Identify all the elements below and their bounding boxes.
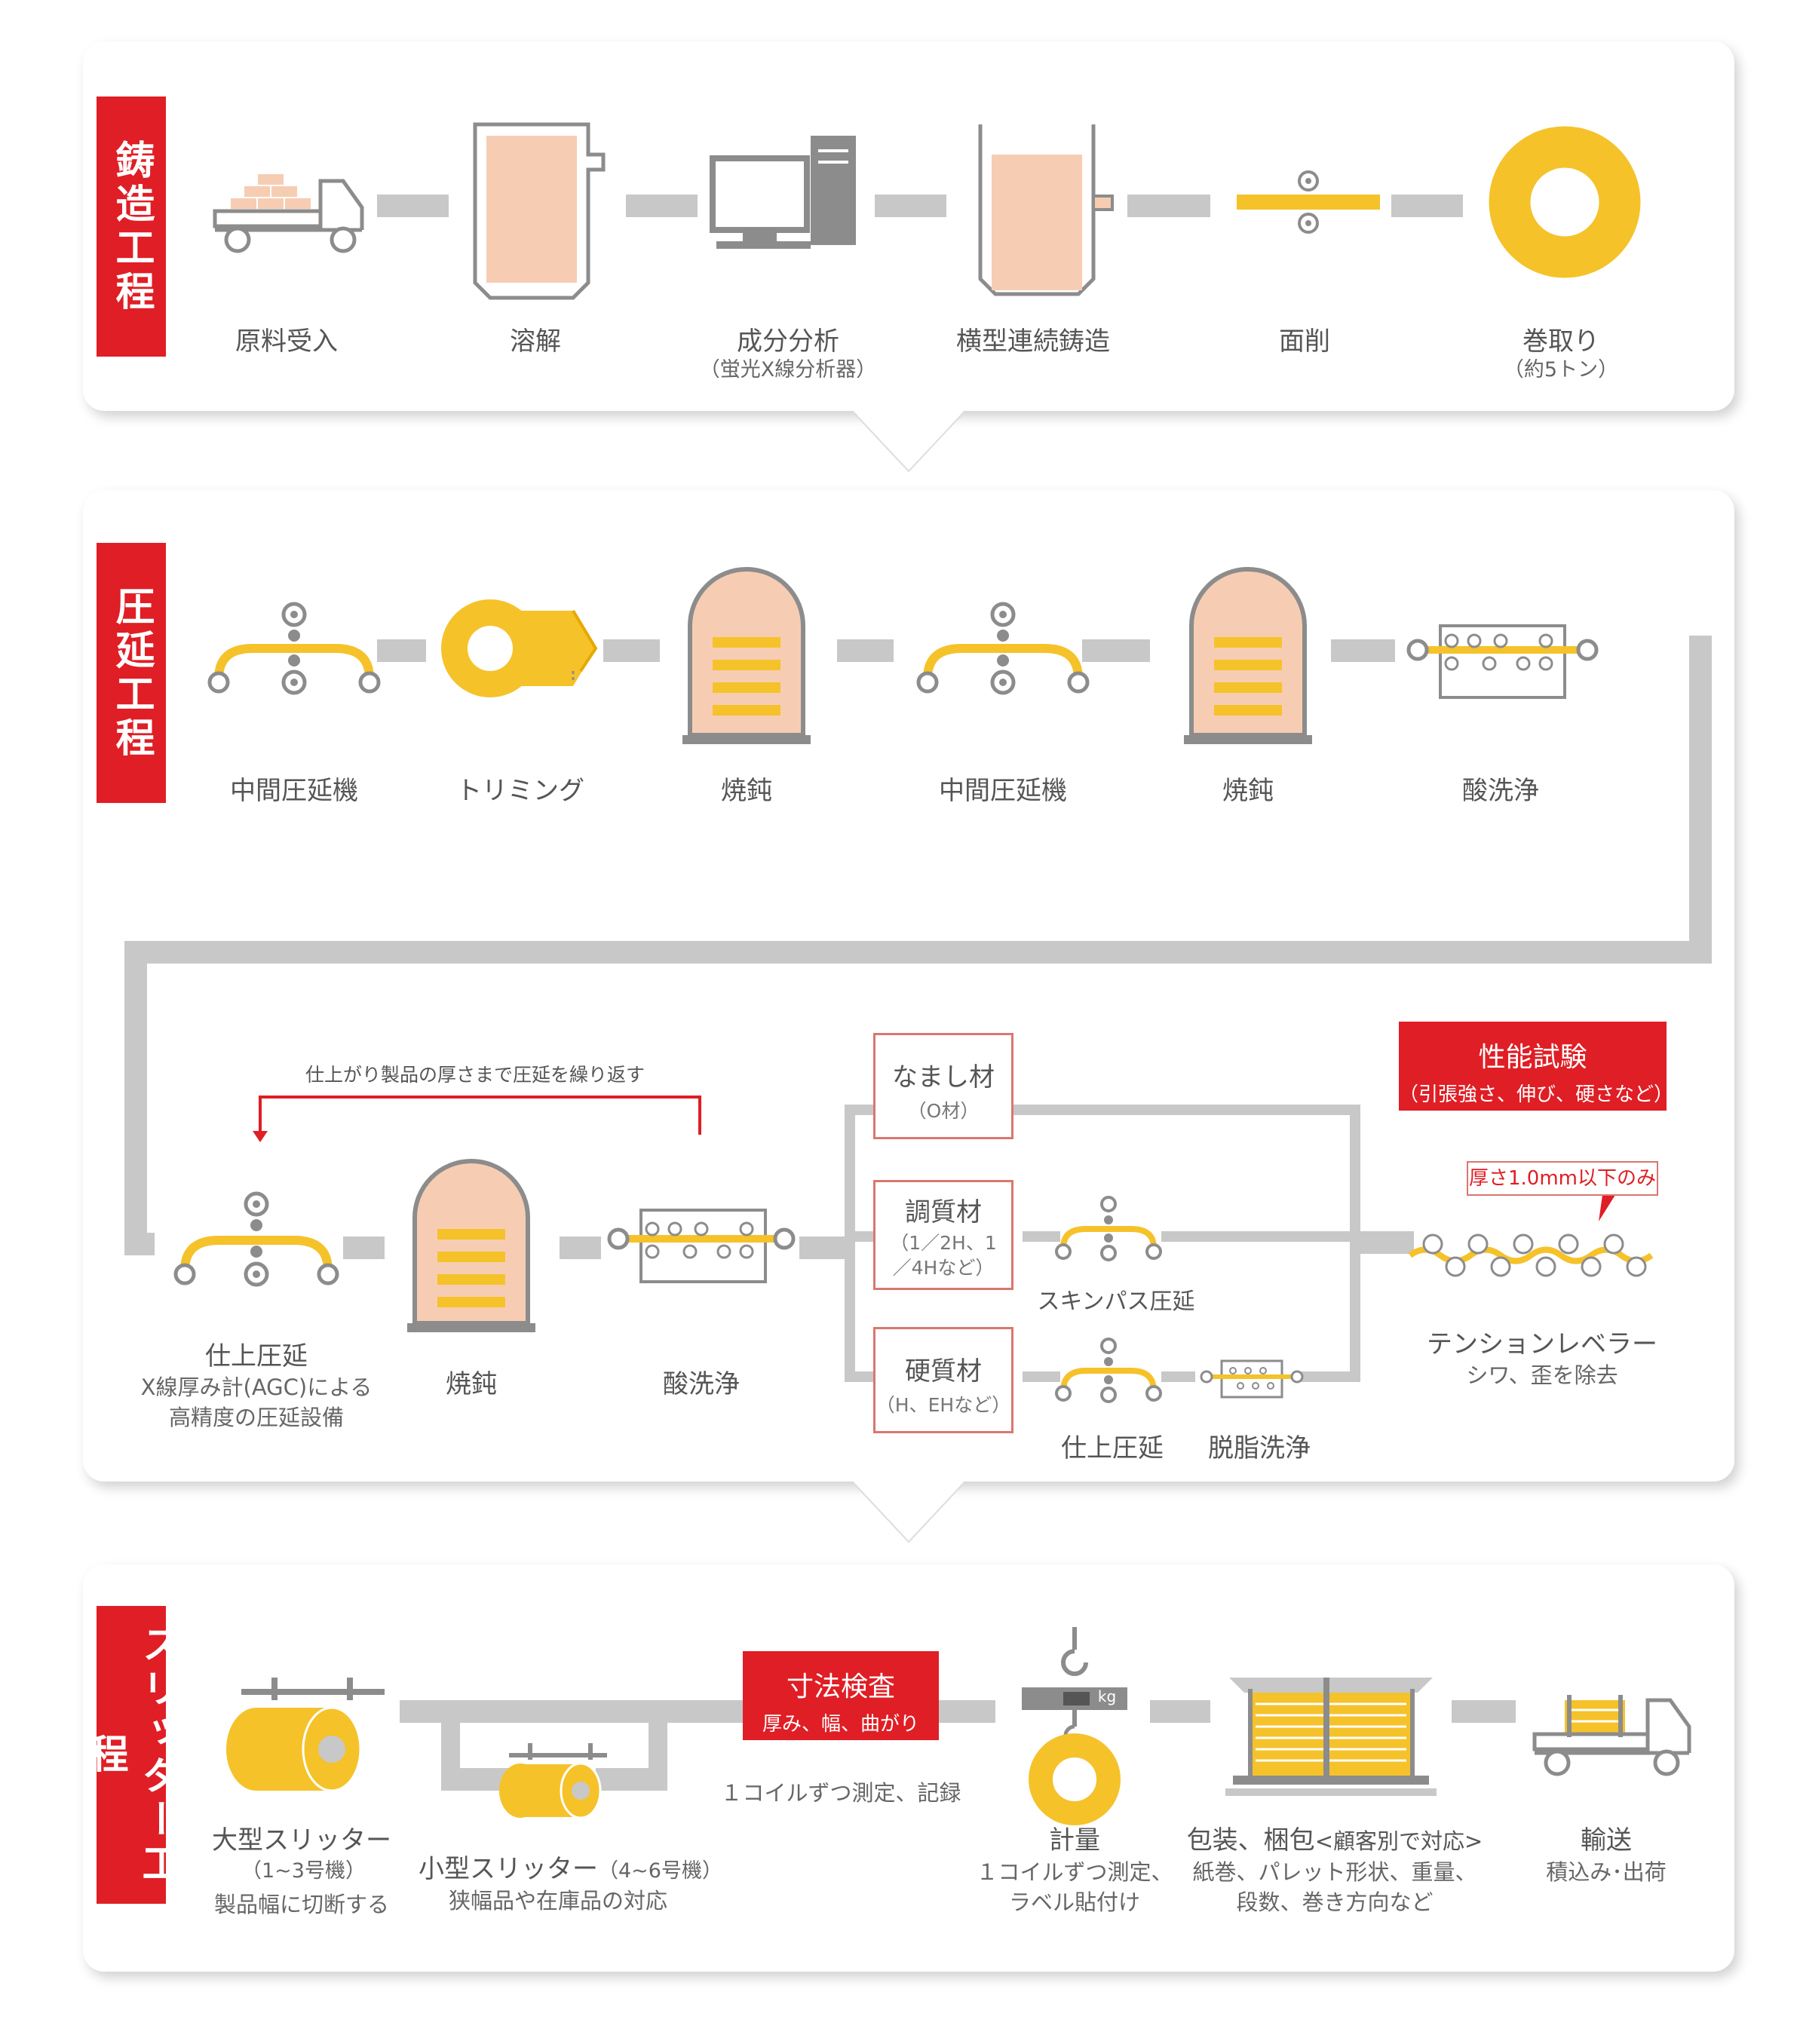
label-skinpass: スキンパス圧延 <box>1037 1289 1195 1315</box>
continuous-caster-icon <box>978 124 1114 296</box>
label-weigh: 計量 <box>1049 1825 1100 1856</box>
stage-tag-rolling: 圧延工程 <box>97 543 166 803</box>
temper-box-annealed-sub: （O材） <box>907 1100 980 1122</box>
packing-icon <box>1225 1678 1437 1796</box>
label-tension-leveler: テンションレベラー <box>1427 1329 1657 1359</box>
temper-box-tempered-title: 調質材 <box>905 1197 982 1227</box>
label-pickling-1: 酸洗浄 <box>1462 776 1539 806</box>
step-label-caster: 横型連続鋳造 <box>956 326 1110 357</box>
temper-box-hard-sub: （H、EHなど） <box>875 1394 1011 1416</box>
label-finish-rolling-2: 仕上圧延 <box>1061 1433 1164 1463</box>
label-annealing-3: 焼鈍 <box>446 1369 497 1399</box>
finish-rolling-sub1: X線厚み計(AGC)による <box>140 1374 373 1400</box>
large-slitter-icon <box>226 1678 385 1792</box>
annealing-furnace-icon <box>1184 567 1312 744</box>
label-finish-rolling: 仕上圧延 <box>205 1341 308 1371</box>
temper-box-tempered: 調質材 （1／2H、1／4Hなど） <box>873 1180 1013 1290</box>
tension-leveler-sub: シワ、歪を除去 <box>1466 1362 1618 1388</box>
rolling-mill-icon <box>207 602 381 695</box>
label-packing: 包装、梱包<顧客別で対応> <box>1173 1825 1497 1857</box>
repeat-arrow <box>253 1096 701 1142</box>
label-shipping: 輸送 <box>1581 1825 1632 1856</box>
delivery-truck-icon <box>1532 1695 1691 1776</box>
label-intermediate-rolling-1: 中間圧延機 <box>230 776 358 806</box>
step-label-coiling: 巻取り <box>1522 326 1599 357</box>
label-intermediate-rolling-2: 中間圧延機 <box>939 776 1067 806</box>
rolling-row1-connectors <box>124 636 1712 1255</box>
temper-box-tempered-sub: （1／2H、1／4Hなど） <box>890 1232 997 1279</box>
step-sub-analysis: （蛍光X線分析器） <box>699 358 877 382</box>
weigh-sub2: ラベル貼付け <box>1008 1889 1140 1915</box>
shipping-sub: 積込み･出荷 <box>1546 1859 1667 1885</box>
performance-test-box: 性能試験 （引張強さ、伸び、硬さなど） <box>1399 1022 1674 1111</box>
step-label-milling: 面削 <box>1279 326 1330 357</box>
stage-tag-casting: 鋳造工程 <box>97 97 166 357</box>
label-degrease: 脱脂洗浄 <box>1208 1433 1311 1463</box>
step-label-melting: 溶解 <box>510 326 561 357</box>
packing-sub1: 紙巻、パレット形状、重量、 <box>1192 1859 1477 1885</box>
packing-note: <顧客別で対応> <box>1314 1828 1483 1854</box>
small-slitter-sub1: （4~6号機） <box>598 1859 722 1883</box>
weigh-sub1: １コイルずつ測定、 <box>976 1859 1173 1885</box>
step-sub-coiling: （約5トン） <box>1503 358 1619 382</box>
scale-unit: kg <box>1097 1687 1117 1705</box>
packing-title: 包装、梱包 <box>1186 1825 1315 1856</box>
tension-leveler-icon <box>1408 1195 1654 1277</box>
performance-test-title: 性能試験 <box>1478 1042 1587 1073</box>
inspection-title: 寸法検査 <box>786 1672 895 1702</box>
casting-connectors <box>377 195 1463 217</box>
casting-panel <box>83 41 1734 411</box>
temper-box-annealed-title: なまし材 <box>892 1062 995 1092</box>
label-pickling-2: 酸洗浄 <box>663 1369 740 1399</box>
thin-only-note: 厚さ1.0mm以下のみ <box>1467 1161 1658 1196</box>
computer-icon <box>710 136 856 249</box>
skinpass-mill-icon <box>1055 1196 1162 1261</box>
finish-rolling-mill-icon <box>173 1191 339 1287</box>
annealing-furnace-icon <box>682 567 811 744</box>
slitter-connectors <box>400 1700 1516 1791</box>
temper-box-annealed: なまし材 （O材） <box>873 1033 1013 1139</box>
large-slitter-sub2: 製品幅に切断する <box>213 1892 389 1917</box>
truck-icon <box>213 173 364 253</box>
label-small-slitter: 小型スリッター（4~6号機） <box>419 1853 722 1886</box>
inspection-sub: 厚み、幅、曲がり <box>762 1713 919 1736</box>
large-slitter-sub1: （1~3号機） <box>241 1859 366 1883</box>
packing-sub2: 段数、巻き方向など <box>1236 1889 1434 1915</box>
pickling-icon <box>607 1209 796 1283</box>
finish-rolling-sub2: 高精度の圧延設備 <box>168 1405 344 1430</box>
small-slitter-sub2: 狭幅品や在庫品の対応 <box>448 1888 667 1914</box>
performance-test-sub: （引張強さ、伸び、硬さなど） <box>1399 1083 1674 1106</box>
label-trimming: トリミング <box>456 776 584 806</box>
small-slitter-icon <box>499 1743 607 1819</box>
rolling-mill-icon <box>916 602 1090 695</box>
coil-icon <box>1489 126 1641 278</box>
label-annealing-1: 焼鈍 <box>721 776 772 806</box>
temper-box-hard: 硬質材 （H、EHなど） <box>873 1327 1013 1433</box>
scale-icon <box>1022 1627 1127 1825</box>
annealing-furnace-icon <box>407 1159 535 1332</box>
finish-rolling-small-icon <box>1055 1338 1162 1403</box>
pickling-icon <box>1406 624 1599 699</box>
label-large-slitter: 大型スリッター <box>212 1825 391 1856</box>
temper-box-hard-title: 硬質材 <box>905 1356 982 1387</box>
step-label-receiving: 原料受入 <box>235 326 338 357</box>
inspection-note: １コイルずつ測定、記録 <box>720 1780 961 1806</box>
casting-pointer <box>852 409 965 471</box>
melting-furnace-icon <box>473 122 606 300</box>
milling-icon <box>1237 170 1380 234</box>
degrease-icon <box>1200 1359 1304 1399</box>
stage-tag-slitter: スリッター工程 <box>82 1606 180 1904</box>
rolling-pointer <box>852 1480 965 1542</box>
step-label-analysis: 成分分析 <box>737 326 839 357</box>
dimension-inspection-box: 寸法検査 厚み、幅、曲がり <box>743 1651 939 1740</box>
label-annealing-2: 焼鈍 <box>1222 776 1274 806</box>
repeat-note: 仕上がり製品の厚さまで圧延を繰り返す <box>305 1064 645 1086</box>
small-slitter-title: 小型スリッター <box>419 1854 598 1884</box>
trimming-icon <box>441 599 598 697</box>
